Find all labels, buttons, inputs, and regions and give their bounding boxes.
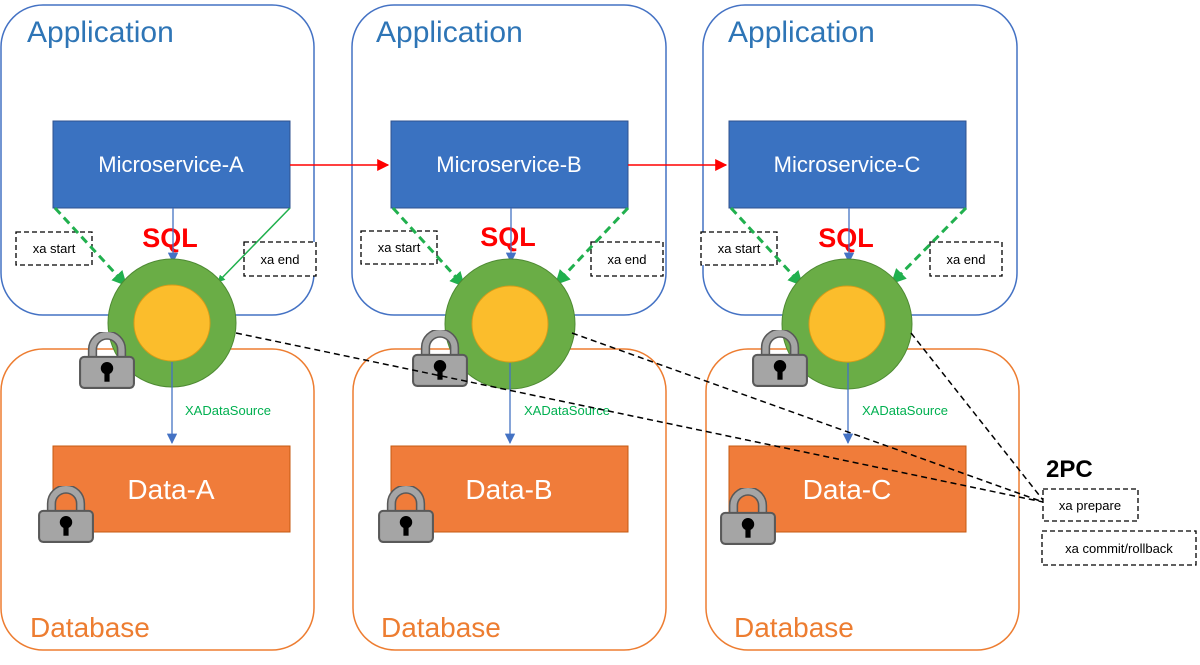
microservice-box bbox=[390, 120, 629, 209]
connector-c bbox=[910, 332, 1044, 501]
application-label: Application bbox=[376, 16, 523, 49]
xa-prepare-box bbox=[1042, 488, 1139, 522]
xa-start-label: xa start bbox=[33, 241, 76, 256]
xa-commit-rollback-box bbox=[1041, 530, 1197, 566]
xa-end-arrow bbox=[554, 206, 630, 286]
xa-prepare-label: xa prepare bbox=[1059, 498, 1121, 513]
application-label: Application bbox=[728, 16, 875, 49]
xa-end-label: xa end bbox=[946, 252, 985, 267]
two-phase-commit: 2PC xa prepare xa commit/rollback bbox=[1041, 456, 1197, 566]
connector-a bbox=[235, 332, 1044, 503]
database-label: Database bbox=[381, 612, 501, 643]
xa-datasource-label: XADataSource bbox=[524, 403, 610, 418]
connector-b bbox=[571, 332, 1044, 503]
sql-label: SQL bbox=[818, 223, 874, 253]
sql-label: SQL bbox=[142, 223, 198, 253]
xa-start-box bbox=[360, 230, 438, 265]
application-label: Application bbox=[27, 16, 174, 49]
xa-start-arrow bbox=[391, 206, 466, 288]
column-b: Application Database Microservice-B xa s… bbox=[351, 4, 667, 651]
xa-datasource-label: XADataSource bbox=[862, 403, 948, 418]
xa-start-label: xa start bbox=[378, 240, 421, 255]
xa-end-box bbox=[590, 241, 664, 277]
xa-start-arrow bbox=[53, 206, 128, 287]
xa-start-box bbox=[15, 231, 93, 266]
xa-commit-rollback-label: xa commit/rollback bbox=[1065, 541, 1173, 556]
xa-end-arrow bbox=[890, 206, 968, 285]
database-label: Database bbox=[30, 612, 150, 643]
xa-datasource-label: XADataSource bbox=[185, 403, 271, 418]
column-c: Application Database Microservice-C xa s… bbox=[700, 4, 1020, 651]
microservice-label: Microservice-B bbox=[436, 152, 581, 177]
xa-datasource-core bbox=[133, 284, 211, 362]
xa-end-box bbox=[243, 241, 317, 277]
sql-label: SQL bbox=[480, 222, 536, 252]
microservice-label: Microservice-A bbox=[98, 152, 244, 177]
microservice-box bbox=[728, 120, 967, 209]
xa-end-label: xa end bbox=[260, 252, 299, 267]
xa-start-box bbox=[700, 231, 778, 266]
xa-datasource-core bbox=[471, 285, 549, 363]
xa-end-box bbox=[929, 241, 1003, 277]
two-pc-title: 2PC bbox=[1046, 456, 1093, 483]
xa-datasource-core bbox=[808, 285, 886, 363]
xa-start-arrow bbox=[729, 206, 804, 287]
column-a: Application Database Microservice-A xa s… bbox=[0, 4, 317, 651]
data-label: Data-A bbox=[127, 474, 214, 505]
xa-end-label: xa end bbox=[607, 252, 646, 267]
two-phase-commit-connectors bbox=[235, 332, 1044, 503]
microservice-box bbox=[52, 120, 291, 209]
database-label: Database bbox=[734, 612, 854, 643]
data-label: Data-C bbox=[803, 474, 892, 505]
xa-start-label: xa start bbox=[718, 241, 761, 256]
data-label: Data-B bbox=[465, 474, 552, 505]
xa-end-arrow bbox=[217, 207, 291, 283]
microservice-label: Microservice-C bbox=[774, 152, 921, 177]
